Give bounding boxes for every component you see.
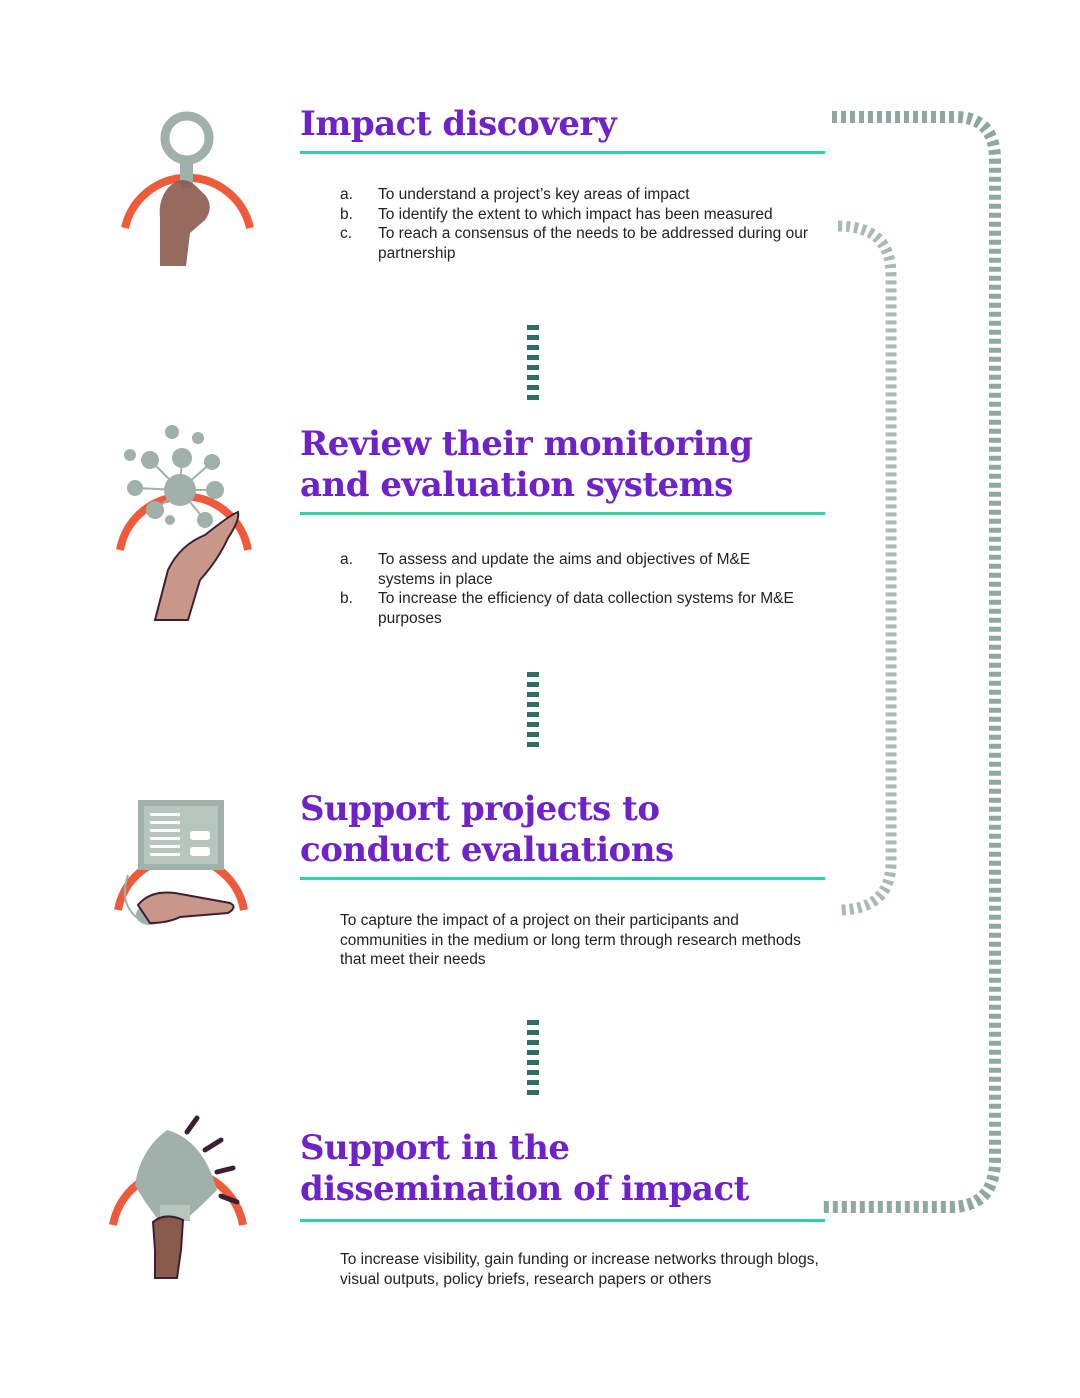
list-item: b. To increase the efficiency of data col… bbox=[340, 589, 810, 628]
list-text: To identify the extent to which impact h… bbox=[378, 205, 773, 223]
step-title: Review their monitoring and evaluation s… bbox=[300, 424, 753, 505]
title-underline bbox=[300, 1219, 825, 1222]
step-description: To increase visibility, gain funding or … bbox=[340, 1251, 819, 1288]
step-title: Impact discovery bbox=[300, 104, 617, 144]
step-connector bbox=[527, 672, 539, 752]
list-marker: a. bbox=[340, 551, 353, 568]
list-item: a. To understand a project’s key areas of… bbox=[340, 185, 840, 205]
list-marker: c. bbox=[340, 225, 353, 242]
megaphone-hand-icon bbox=[109, 1115, 247, 1279]
title-underline bbox=[300, 877, 825, 880]
step-connector bbox=[527, 325, 539, 405]
network-hand-icon bbox=[116, 425, 252, 621]
title-underline bbox=[300, 512, 825, 515]
magnifier-hand-icon bbox=[121, 111, 254, 266]
list-item: c. To reach a consensus of the needs to b… bbox=[340, 224, 840, 263]
list-text: To reach a consensus of the needs to be … bbox=[378, 225, 808, 262]
list-item: a. To assess and update the aims and obje… bbox=[340, 550, 810, 589]
list-marker: a. bbox=[340, 186, 353, 203]
list-text: To assess and update the aims and object… bbox=[378, 551, 751, 588]
list-item: b. To identify the extent to which impact… bbox=[340, 205, 840, 225]
list-text: To increase the efficiency of data colle… bbox=[378, 590, 794, 627]
list-marker: b. bbox=[340, 205, 353, 223]
step-title: Support in the dissemination of impact bbox=[300, 1128, 749, 1209]
list-marker: b. bbox=[340, 590, 353, 607]
title-underline bbox=[300, 151, 825, 154]
step-description: To capture the impact of a project on th… bbox=[340, 912, 801, 968]
step-title: Support projects to conduct evaluations bbox=[300, 789, 674, 870]
step-connector bbox=[527, 1020, 539, 1100]
step-list: a. To assess and update the aims and obje… bbox=[340, 550, 810, 628]
document-mouse-hand-icon bbox=[114, 800, 248, 925]
step-list: a. To understand a project’s key areas of… bbox=[340, 185, 840, 263]
list-text: To understand a project’s key areas of i… bbox=[378, 186, 690, 203]
